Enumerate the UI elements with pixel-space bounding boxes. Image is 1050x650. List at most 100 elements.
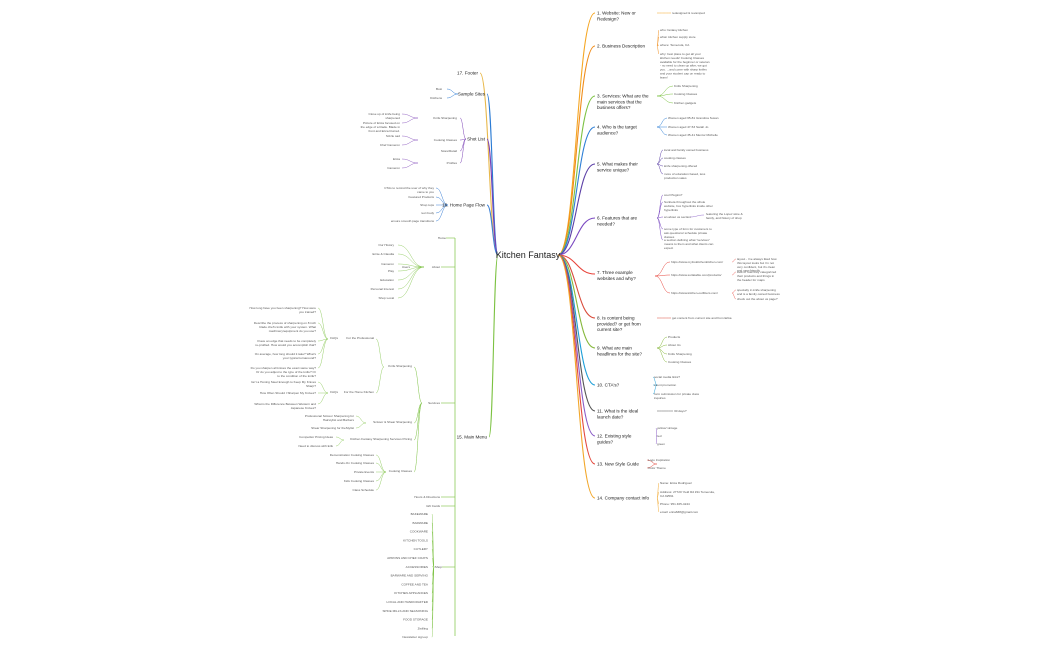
connector bbox=[654, 275, 671, 294]
headlines-leaf: Cooking Classes bbox=[668, 360, 692, 364]
headlines-leaf: Knife Sharpening bbox=[668, 352, 692, 356]
connector bbox=[375, 471, 387, 482]
branch-home-page-flow bbox=[486, 204, 499, 256]
connector bbox=[413, 366, 423, 404]
business-leaf: who: fantasy kitchen bbox=[660, 28, 688, 32]
shop-item: ACCESSORIES bbox=[406, 565, 428, 569]
style-leaf: red bbox=[657, 434, 662, 438]
example-url: https://www.kitchen-outfitters.com/ bbox=[671, 291, 718, 295]
connector bbox=[459, 138, 467, 164]
leaf-features-connector bbox=[656, 194, 664, 219]
connector bbox=[401, 113, 419, 119]
knife-pro: For the Professional bbox=[346, 336, 374, 340]
menu-shop: Shop bbox=[435, 565, 443, 569]
shot-group: Profiles bbox=[447, 161, 458, 165]
pro-faq: On average, how long should it take? Wha… bbox=[255, 352, 317, 360]
shop-item: CUTLERY bbox=[414, 547, 428, 551]
style-leaf: yellow/ vintage bbox=[657, 426, 678, 430]
cta-leaf: event promotion bbox=[654, 383, 676, 387]
shop-item: Zwilling bbox=[418, 626, 429, 630]
leaf-features-connector bbox=[656, 216, 664, 219]
connector bbox=[317, 338, 329, 355]
pro-faq: How long have you been sharpening? How w… bbox=[249, 306, 316, 314]
shop-item: COOKWARE bbox=[410, 530, 428, 534]
pricing: Kitchen Fantasy Sharpening Services Pric… bbox=[350, 437, 412, 441]
shot-item: Sizzle sad bbox=[386, 134, 400, 138]
about-item: Cameron bbox=[381, 262, 394, 266]
scissor-sharpening: Scissor & Shear Sharpening bbox=[373, 420, 412, 424]
branch-main-menu-label: 15. Main Menu bbox=[457, 435, 488, 440]
connector bbox=[459, 117, 467, 140]
newstyle-leaf: Logo Inspiration bbox=[648, 458, 670, 462]
connector bbox=[375, 454, 387, 473]
branch-unique bbox=[557, 163, 596, 256]
cooking-class-item: Demonstration Cooking Classes bbox=[330, 453, 375, 457]
audience-leaf: Women aged 65-81 Grandma Susan bbox=[668, 116, 719, 120]
cooking-class-item: Class Schedule bbox=[353, 488, 375, 492]
shop-item: BARWARE bbox=[413, 521, 428, 525]
connector bbox=[317, 322, 329, 340]
knife-home-faqs: FAQs bbox=[330, 390, 338, 394]
contact-leaf: email: erica638@gmail.com bbox=[660, 510, 699, 514]
branch-shot-list-label: Shot List bbox=[467, 137, 486, 142]
shop-item: KITCHEN APPLIANCES bbox=[394, 591, 428, 595]
connector bbox=[446, 88, 459, 95]
connector bbox=[401, 162, 419, 169]
connector bbox=[731, 289, 737, 294]
connector bbox=[731, 292, 737, 300]
connector bbox=[335, 436, 345, 441]
branch-sample-sites-label: Sample Sites bbox=[458, 92, 486, 97]
connector bbox=[654, 261, 671, 277]
knife-sharpening: Knife Sharpening bbox=[388, 364, 412, 368]
example-url: https://www.surlatable.com/products/ bbox=[671, 273, 722, 277]
menu-about: About bbox=[432, 265, 440, 269]
shot-item: Chef Cameron bbox=[380, 143, 400, 147]
connector bbox=[397, 244, 425, 268]
hours-directions: Hours & Directions bbox=[414, 495, 440, 499]
branch-footer-label: 17. Footer bbox=[457, 71, 478, 76]
home-faq: Isn't a Honing Steel Enough to Keep My K… bbox=[251, 380, 316, 388]
branch-main-menu bbox=[488, 254, 499, 438]
leaf-contact-connector bbox=[656, 497, 660, 513]
leaf-headlines-connector bbox=[656, 347, 668, 363]
about-item: Shop Local bbox=[379, 296, 395, 300]
shop-item: COFFEE AND TEA bbox=[401, 582, 429, 586]
home-flow-item: Shop tops bbox=[420, 203, 434, 207]
sample-site: Kitchens bbox=[430, 96, 442, 100]
audience-leaf: Women aged 35-41 Mentor Michelle bbox=[668, 133, 718, 137]
leaf-newstyle-connector bbox=[646, 463, 658, 469]
pricing-item: Competitor Pricing Ideas bbox=[299, 435, 333, 439]
shop-item: SPICE MILLS AND SEASONING bbox=[382, 609, 428, 613]
connector bbox=[317, 381, 329, 394]
branch-features bbox=[557, 217, 596, 256]
shot-group: Store/Retail bbox=[441, 149, 457, 153]
audience-leaf: Women aged 47-53 Sarah Jo bbox=[668, 125, 709, 129]
pro-faq: I have an edge that needs to be complete… bbox=[255, 339, 316, 347]
leaf-audience-connector bbox=[656, 126, 668, 136]
sample-site: Bosi bbox=[436, 87, 442, 91]
services-leaf: Knife Sharpening bbox=[674, 84, 698, 88]
branch-audience bbox=[557, 126, 596, 256]
shot-item: Erica bbox=[393, 157, 400, 161]
branch-business-label: 2. Business Description bbox=[597, 44, 645, 49]
features-about-note: featuring the Lopez wine &family, and hi… bbox=[706, 212, 744, 220]
cooking-class-item: Hands-On Cooking Classes bbox=[336, 461, 375, 465]
features-leaf: cool Plugins? bbox=[664, 193, 683, 197]
branch-cta-label: 10. CTA's? bbox=[597, 383, 620, 388]
connector bbox=[435, 204, 449, 222]
